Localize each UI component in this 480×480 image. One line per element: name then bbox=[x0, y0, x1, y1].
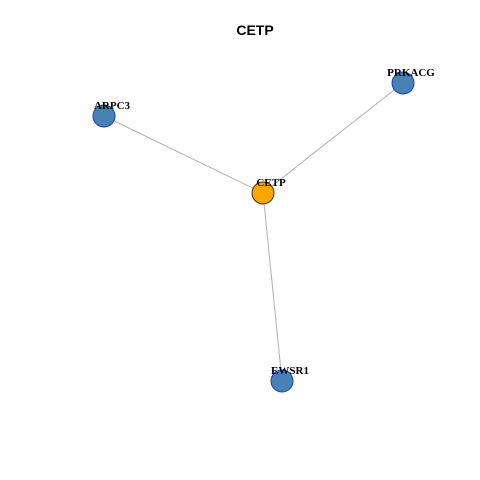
node-label-cetp: CETP bbox=[256, 177, 286, 189]
node-circle-prkacg bbox=[391, 71, 415, 95]
node-label-ewsr1: EWSR1 bbox=[271, 365, 309, 377]
node-circle-arpc3 bbox=[92, 104, 116, 128]
edge-cetp-prkacg bbox=[262, 82, 404, 194]
node-cetp: CETP bbox=[251, 177, 286, 205]
edge-cetp-arpc3 bbox=[103, 115, 264, 194]
diagram-title: CETP bbox=[236, 22, 273, 38]
node-circle-ewsr1 bbox=[270, 369, 294, 393]
node-layer: CETP ARPC3 PRKACG EWSR1 bbox=[92, 67, 435, 393]
node-label-arpc3: ARPC3 bbox=[94, 100, 131, 112]
node-circle-cetp bbox=[251, 181, 275, 205]
node-label-prkacg: PRKACG bbox=[387, 67, 435, 79]
edge-cetp-ewsr1 bbox=[262, 192, 283, 382]
node-arpc3: ARPC3 bbox=[92, 100, 131, 128]
edge-layer bbox=[103, 82, 404, 382]
node-prkacg: PRKACG bbox=[387, 67, 435, 95]
node-ewsr1: EWSR1 bbox=[270, 365, 309, 393]
